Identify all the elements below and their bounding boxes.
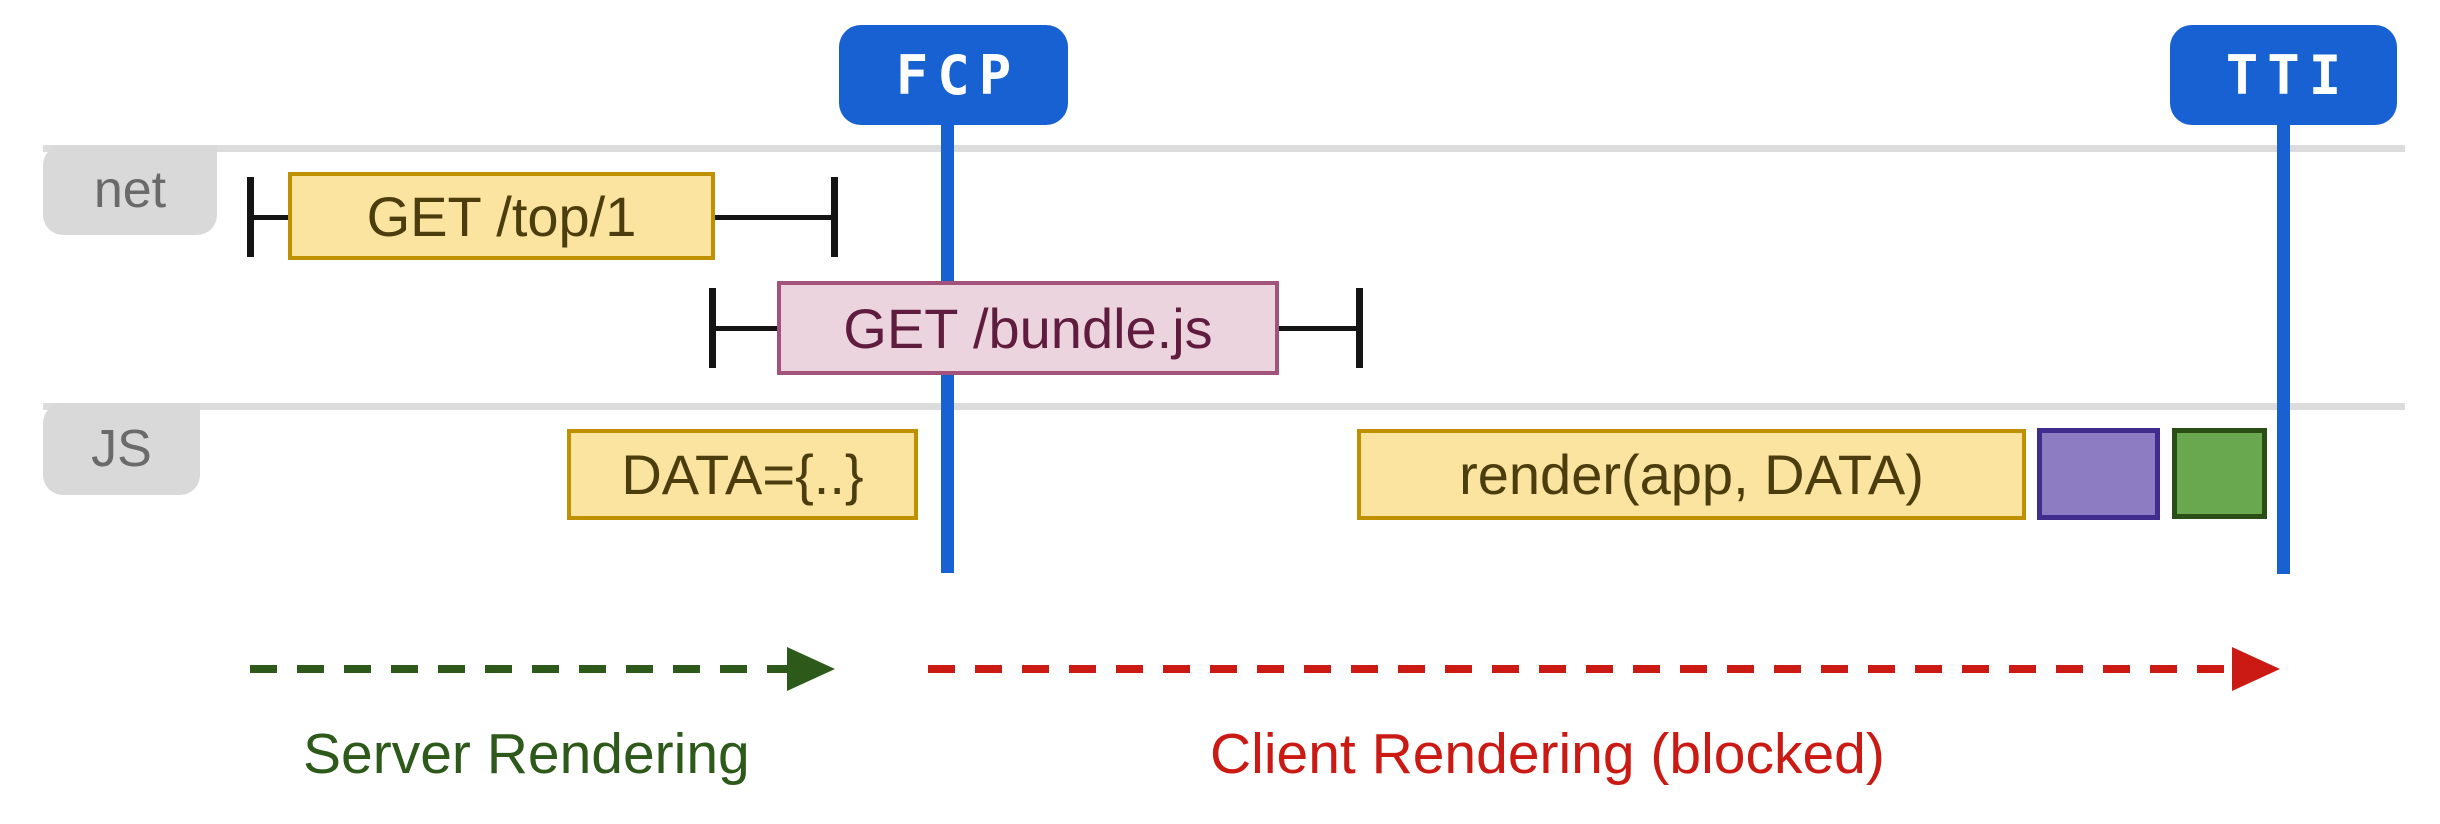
render-call-task-box: render(app, DATA) xyxy=(1357,429,2026,520)
get-bundle-task-box: GET /bundle.js xyxy=(777,281,1279,375)
server-rendering-arrow-line xyxy=(250,665,788,673)
js-lane-line xyxy=(43,403,2405,410)
get-bundle-end-tick xyxy=(1356,288,1363,368)
green-task-block xyxy=(2172,428,2267,519)
get-top-start-tick xyxy=(247,177,254,257)
server-rendering-caption: Server Rendering xyxy=(303,722,750,786)
net-lane-label: net xyxy=(43,145,217,235)
client-rendering-arrowhead-icon xyxy=(2232,647,2280,691)
js-lane-label: JS xyxy=(43,403,200,495)
fcp-badge: FCP xyxy=(839,25,1068,125)
get-bundle-end-connector xyxy=(1278,326,1357,331)
get-bundle-start-tick xyxy=(709,288,716,368)
tti-marker-line xyxy=(2277,122,2290,574)
client-rendering-arrow-line xyxy=(928,665,2238,673)
data-assign-task-box: DATA={..} xyxy=(567,429,918,520)
tti-badge: TTI xyxy=(2170,25,2397,125)
get-top-task-box: GET /top/1 xyxy=(288,172,715,260)
client-rendering-caption: Client Rendering (blocked) xyxy=(1210,722,1885,786)
get-top-start-connector xyxy=(253,215,289,220)
purple-task-block xyxy=(2037,428,2160,520)
net-lane-line xyxy=(43,145,2405,152)
get-top-end-connector xyxy=(714,215,832,220)
get-bundle-start-connector xyxy=(715,326,778,331)
server-rendering-arrowhead-icon xyxy=(787,647,835,691)
get-top-end-tick xyxy=(831,177,838,257)
